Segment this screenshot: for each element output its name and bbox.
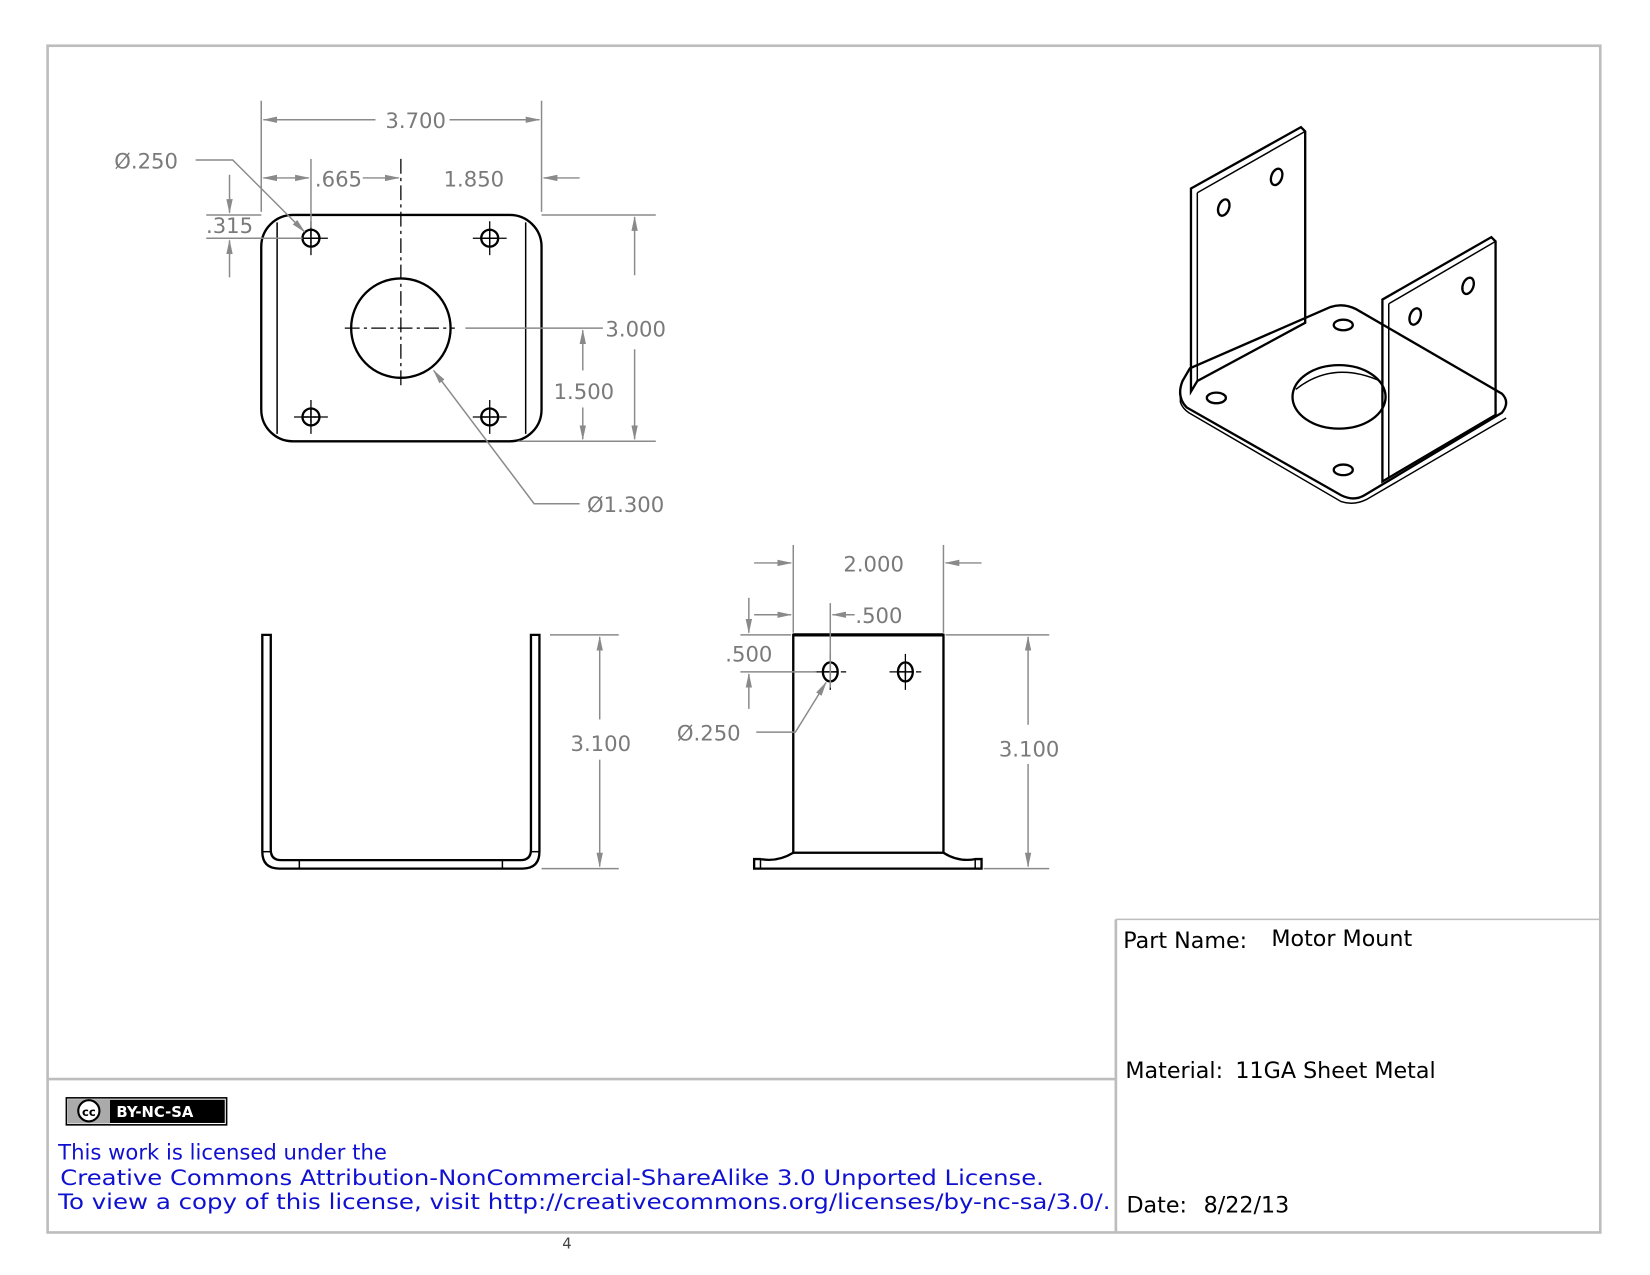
dim-front-height: 3.100 [571,731,632,756]
material-value: 11GA Sheet Metal [1235,1058,1435,1084]
top-view: 3.700 .665 1.850 .315 3.000 1.500 Ø.250 … [114,100,666,517]
part-name-value: Motor Mount [1271,926,1412,952]
page-number: 4 [562,1235,571,1252]
dim-side-hole-diameter: Ø.250 [677,721,741,746]
dim-side-hole-offset-y: .500 [725,641,772,666]
license-block: cc BY-NC-SA This work is licensed under … [57,1097,1111,1214]
dim-large-hole-diameter: Ø1.300 [587,492,664,517]
license-line-1: This work is licensed under the [57,1139,387,1164]
isometric-view [1178,125,1508,505]
front-view: 3.100 [261,633,632,870]
side-view: 2.000 .500 .500 Ø.250 3.100 [677,544,1060,870]
mounting-holes [294,221,507,434]
license-line-2[interactable]: Creative Commons Attribution-NonCommerci… [60,1165,1044,1190]
dim-center-offset-x: 1.850 [444,166,505,191]
title-block: Part Name: Motor Mount Material: 11GA Sh… [1123,926,1435,1219]
dim-hole-offset-x: .665 [315,166,362,191]
cc-license-badge[interactable]: cc BY-NC-SA [65,1097,228,1126]
dim-side-height: 3.100 [999,736,1060,761]
dim-overall-height: 3.000 [605,317,666,342]
dim-side-width: 2.000 [843,551,904,576]
part-name-label: Part Name: [1123,928,1247,954]
dim-center-offset-y: 1.500 [554,379,615,404]
dim-small-hole-diameter: Ø.250 [114,148,178,173]
dim-overall-width: 3.700 [385,108,446,133]
dim-side-hole-offset-x: .500 [855,603,902,628]
date-label: Date: [1126,1192,1187,1218]
svg-text:cc: cc [82,1105,96,1119]
material-label: Material: [1125,1058,1223,1084]
date-value: 8/22/13 [1204,1192,1290,1218]
license-line-3[interactable]: To view a copy of this license, visit ht… [57,1189,1111,1214]
badge-text: BY-NC-SA [116,1104,194,1121]
dim-hole-offset-y: .315 [206,213,253,238]
cc-logo-icon [77,1099,101,1123]
sheet-border [46,44,1602,1234]
